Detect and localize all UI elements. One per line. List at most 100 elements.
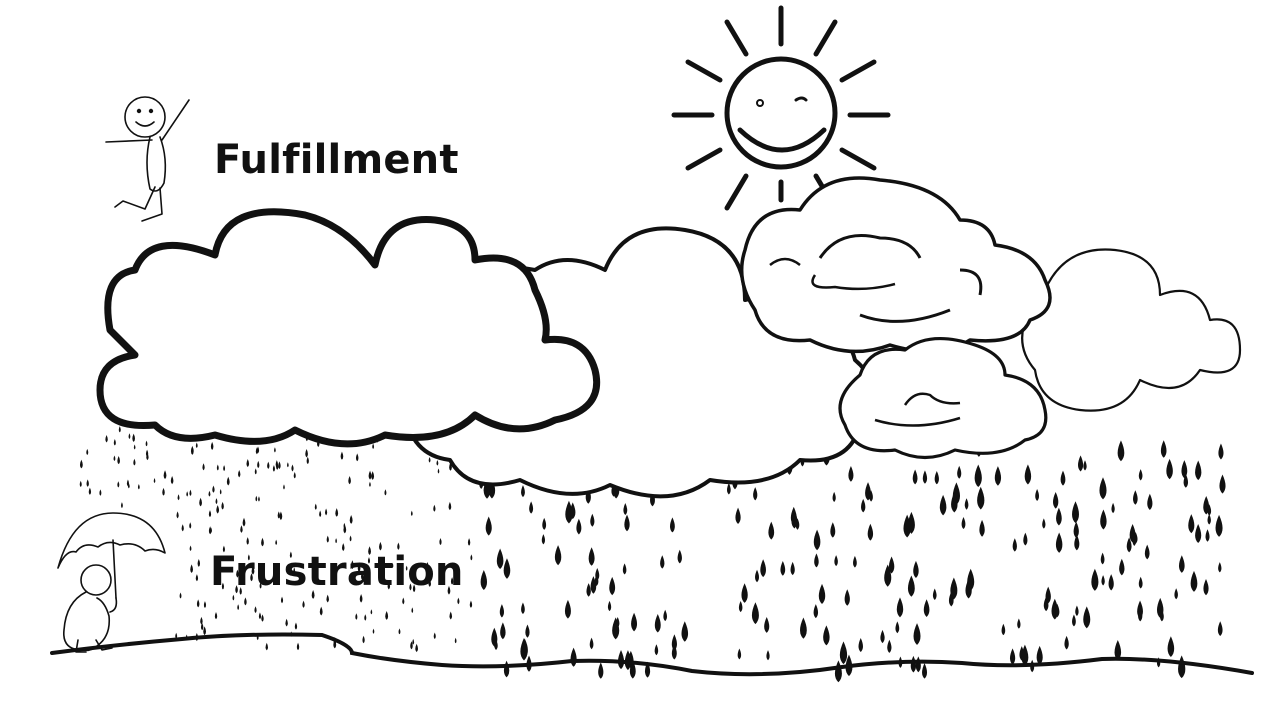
raindrop-icon	[247, 554, 250, 561]
raindrop-icon	[175, 632, 178, 639]
raindrop-icon	[570, 502, 576, 520]
raindrop-icon	[867, 523, 874, 541]
raindrop-icon	[654, 613, 661, 633]
raindrop-icon	[261, 537, 264, 547]
raindrop-icon	[258, 496, 260, 502]
raindrop-icon	[858, 638, 863, 653]
raindrop-icon	[189, 489, 192, 496]
raindrop-icon	[1064, 635, 1069, 650]
raindrop-icon	[629, 660, 636, 679]
raindrop-icon	[737, 648, 742, 660]
raindrop-icon	[437, 468, 440, 474]
raindrop-icon	[586, 583, 591, 597]
raindrop-icon	[764, 616, 770, 633]
raindrop-icon	[467, 538, 471, 546]
raindrop-icon	[99, 489, 102, 496]
raindrop-icon	[564, 599, 571, 619]
raindrop-icon	[541, 534, 546, 545]
raindrop-icon	[236, 569, 239, 578]
raindrop-icon	[137, 483, 140, 490]
raindrop-icon	[848, 466, 854, 482]
raindrop-icon	[210, 527, 212, 533]
raindrop-icon	[499, 604, 505, 618]
raindrop-icon	[251, 565, 255, 575]
raindrop-icon	[153, 477, 156, 484]
raindrop-icon	[410, 510, 413, 516]
raindrop-icon	[117, 481, 120, 488]
raindrop-icon	[372, 443, 375, 449]
raindrop-icon	[1078, 455, 1084, 472]
raindrop-icon	[181, 524, 184, 532]
raindrop-icon	[113, 455, 116, 462]
raindrop-icon	[1174, 588, 1178, 600]
raindrop-icon	[235, 585, 238, 594]
raindrop-icon	[88, 487, 92, 495]
raindrop-icon	[1042, 518, 1046, 529]
raindrop-icon	[977, 486, 985, 510]
raindrop-icon	[359, 593, 363, 603]
raindrop-icon	[145, 440, 148, 447]
raindrop-icon	[480, 569, 488, 590]
raindrop-icon	[903, 514, 911, 538]
raindrop-icon	[397, 542, 400, 550]
raindrop-icon	[950, 577, 958, 600]
raindrop-icon	[372, 628, 375, 634]
raindrop-icon	[607, 600, 612, 612]
raindrop-icon	[663, 609, 668, 622]
raindrop-icon	[660, 555, 665, 569]
raindrop-icon	[896, 597, 904, 618]
raindrop-icon	[1203, 496, 1210, 515]
raindrop-icon	[221, 582, 225, 590]
raindrop-icon	[370, 609, 373, 615]
raindrop-icon	[967, 568, 975, 591]
raindrop-icon	[428, 457, 431, 463]
raindrop-icon	[223, 465, 226, 472]
raindrop-icon	[1091, 568, 1099, 591]
raindrop-icon	[319, 606, 323, 616]
raindrop-icon	[1100, 552, 1105, 565]
raindrop-icon	[387, 581, 391, 590]
raindrop-icon	[671, 644, 677, 660]
raindrop-icon	[1056, 507, 1062, 526]
raindrop-icon	[195, 574, 199, 582]
raindrop-icon	[1074, 534, 1080, 551]
raindrop-icon	[503, 558, 511, 579]
raindrop-icon	[126, 479, 130, 487]
raindrop-icon	[190, 445, 194, 455]
raindrop-icon	[120, 502, 123, 509]
raindrop-icon	[324, 508, 328, 516]
raindrop-icon	[244, 597, 247, 606]
raindrop-icon	[439, 538, 442, 546]
raindrop-icon	[832, 491, 836, 502]
raindrop-icon	[293, 471, 296, 479]
raindrop-icon	[760, 559, 766, 578]
raindrop-icon	[844, 589, 850, 606]
raindrop-icon	[385, 611, 389, 620]
raindrop-icon	[255, 495, 258, 502]
raindrop-icon	[1099, 477, 1107, 500]
raindrop-icon	[302, 600, 305, 608]
raindrop-icon	[210, 441, 214, 450]
raindrop-icon	[145, 449, 149, 457]
raindrop-icon	[254, 468, 257, 475]
raindrop-icon	[1203, 578, 1209, 596]
cloud-icon-right	[1021, 248, 1242, 412]
raindrop-icon	[283, 484, 285, 490]
raindrop-icon	[753, 487, 758, 501]
cloud-icon-large-left	[96, 208, 601, 448]
raindrop-icon	[1036, 645, 1043, 665]
raindrop-icon	[279, 511, 283, 521]
raindrop-icon	[314, 503, 317, 510]
raindrop-icon	[500, 622, 506, 640]
raindrop-icon	[433, 632, 436, 640]
raindrop-icon	[834, 555, 838, 567]
raindrop-icon	[529, 501, 534, 514]
raindrop-icon	[371, 471, 375, 480]
raindrop-icon	[923, 599, 930, 617]
raindrop-icon	[485, 516, 492, 536]
raindrop-icon	[454, 637, 457, 644]
raindrop-icon	[402, 597, 405, 605]
raindrop-icon	[405, 565, 408, 571]
raindrop-icon	[274, 447, 276, 453]
raindrop-icon	[880, 629, 885, 644]
